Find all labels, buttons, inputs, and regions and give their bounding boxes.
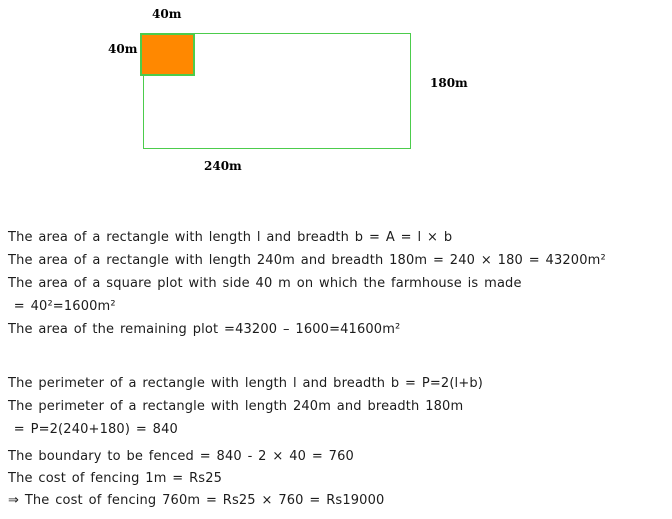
solution-line-boundary: The boundary to be fenced = 840 - 2 × 40… bbox=[8, 449, 354, 464]
solution-line-area-remaining: The area of the remaining plot =43200 – … bbox=[8, 322, 401, 337]
cost-solution-paragraph: The boundary to be fenced = 840 - 2 × 40… bbox=[8, 446, 384, 512]
label-rect-breadth: 180m bbox=[430, 76, 468, 90]
solution-line-perimeter-value: = P=2(240+180) = 840 bbox=[8, 422, 178, 437]
perimeter-solution-paragraph: The perimeter of a rectangle with length… bbox=[8, 372, 483, 441]
solution-line-area-square-intro: The area of a square plot with side 40 m… bbox=[8, 276, 522, 291]
solution-line-total-cost: ⇒ The cost of fencing 760m = Rs25 × 760 … bbox=[8, 493, 385, 508]
solution-line-cost-per-metre: The cost of fencing 1m = Rs25 bbox=[8, 471, 223, 486]
label-square-width: 40m bbox=[152, 7, 182, 21]
solution-line-perimeter-rectangle: The perimeter of a rectangle with length… bbox=[8, 399, 464, 414]
solution-line-area-formula: The area of a rectangle with length l an… bbox=[8, 230, 453, 245]
area-solution-paragraph: The area of a rectangle with length l an… bbox=[8, 226, 606, 341]
solution-line-perimeter-formula: The perimeter of a rectangle with length… bbox=[8, 376, 483, 391]
solution-line-area-square-value: = 40²=1600m² bbox=[8, 299, 116, 314]
label-rect-length: 240m bbox=[204, 159, 242, 173]
label-square-height: 40m bbox=[108, 42, 138, 56]
solution-line-area-rectangle: The area of a rectangle with length 240m… bbox=[8, 253, 606, 268]
farmhouse-square bbox=[140, 33, 195, 76]
plot-diagram: 40m 40m 180m 240m bbox=[0, 0, 672, 185]
